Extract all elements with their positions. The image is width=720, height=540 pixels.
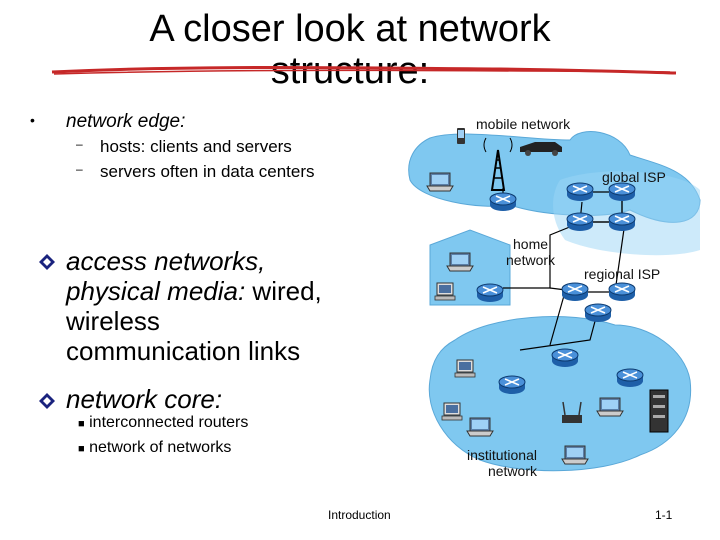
router-icon [608,212,636,232]
router-icon [608,182,636,202]
dash-marker: – [76,137,83,151]
router-icon [498,375,526,395]
dash-marker: – [76,162,83,176]
label-institutional-network: institutional network [447,447,537,479]
bullet-dot: • [30,112,35,128]
router-icon [476,283,504,303]
phone-icon [457,128,465,144]
edge-item-1: hosts: clients and servers [100,137,292,156]
wireless-text: wireless [66,306,160,336]
router-icon [566,182,594,202]
router-icon [616,368,644,388]
router-icon [608,282,636,302]
pc-icon [441,402,463,421]
wireless-access-point-icon [562,401,582,423]
router-icon [561,282,589,302]
pc-icon [434,282,456,301]
core-item-1: interconnected routers [89,414,249,431]
laptop-icon [561,445,589,465]
router-icon [551,348,579,368]
label-global-isp: global ISP [602,169,666,185]
slide-number: 1-1 [655,508,673,522]
physical-media-label: physical media: [66,276,246,306]
wired-text: wired, [245,276,322,306]
pc-icon [454,359,476,378]
label-inst-line2: network [487,463,537,479]
edge-heading: network edge: [66,111,186,132]
title-line-1: A closer look at network [149,8,551,50]
label-home-line2: network [506,252,556,268]
access-heading: access networks, physical media: wired, … [66,246,322,366]
laptop-icon [426,172,454,192]
server-rack-icon [649,389,669,433]
footer-section-label: Introduction [328,508,391,522]
router-icon [584,303,612,323]
diamond-bullet-icon [39,254,55,270]
laptop-icon [596,397,624,417]
label-home-network: home network [506,236,555,268]
cell-tower-icon [483,137,513,191]
links-text: communication links [66,336,301,366]
core-item-2: network of networks [89,439,232,456]
diamond-bullet-icon [39,393,55,409]
router-icon [566,212,594,232]
core-list: ■ interconnected routers ■ network of ne… [78,414,249,456]
title-underline [51,66,677,75]
edge-item-2: servers often in data centers [100,162,315,181]
router-icon [489,192,517,212]
network-diagram [408,128,701,472]
laptop-icon [466,417,494,437]
label-mobile-network: mobile network [476,116,571,132]
label-inst-line1: institutional [466,447,537,463]
label-home-line1: home [513,236,549,252]
laptop-icon [446,252,474,272]
access-label: access networks, [66,246,266,276]
core-heading: network core: [66,384,223,414]
label-regional-isp: regional ISP [584,266,661,282]
car-icon [520,142,562,156]
